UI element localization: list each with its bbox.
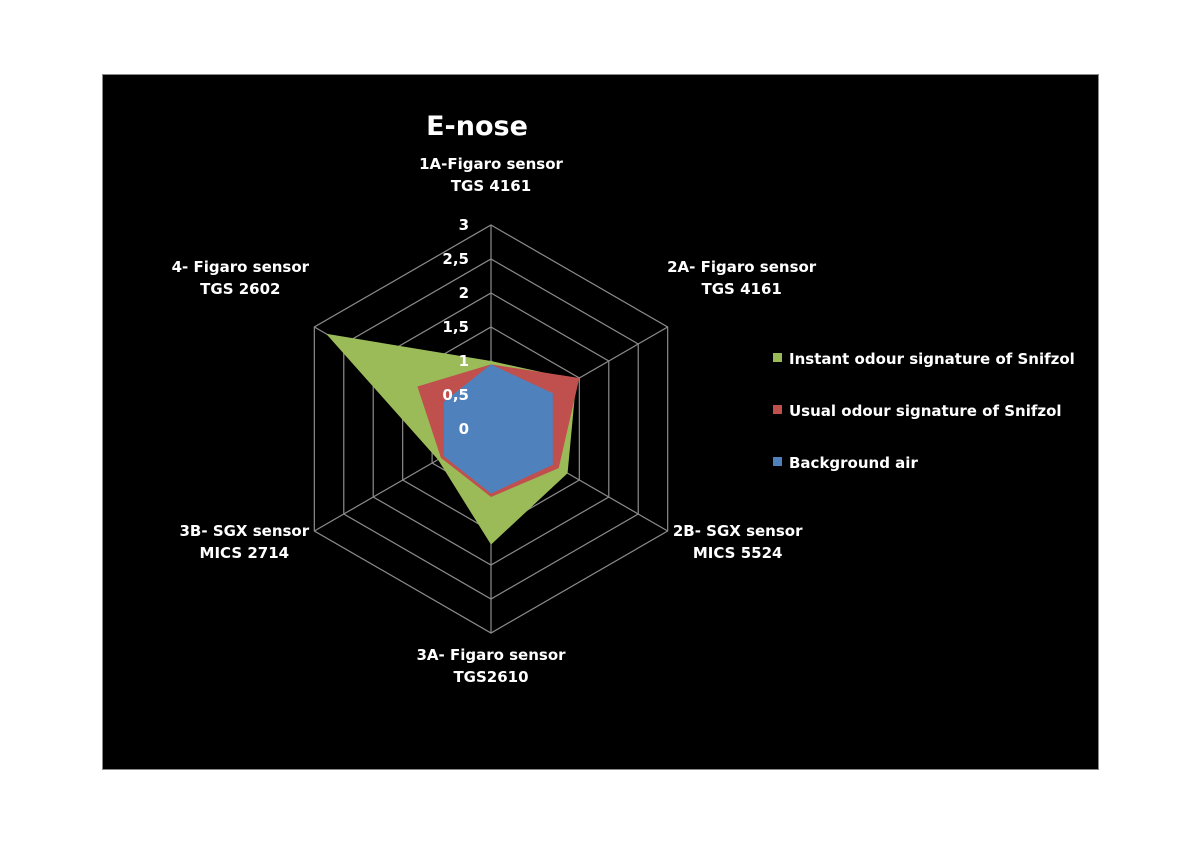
tick-label: 2,5: [442, 250, 469, 268]
legend-swatch: [773, 405, 782, 414]
tick-label: 0: [459, 420, 469, 438]
tick-label: 3: [459, 216, 469, 234]
legend-swatch: [773, 353, 782, 362]
tick-label: 1: [459, 352, 469, 370]
tick-label: 1,5: [442, 318, 469, 336]
tick-label: 2: [459, 284, 469, 302]
legend-label: Instant odour signature of Snifzol: [789, 350, 1075, 368]
series-area-2: [443, 364, 553, 494]
chart-title: E-nose: [426, 111, 528, 142]
legend: Instant odour signature of SnifzolUsual …: [773, 350, 1075, 472]
tick-label: 0,5: [442, 386, 469, 404]
legend-label: Usual odour signature of Snifzol: [789, 402, 1062, 420]
legend-label: Background air: [789, 454, 918, 472]
legend-swatch: [773, 457, 782, 466]
series-layer: [326, 333, 580, 545]
radial-tick-labels: 0 0,5 1 1,5 2 2,5 3: [442, 216, 469, 438]
